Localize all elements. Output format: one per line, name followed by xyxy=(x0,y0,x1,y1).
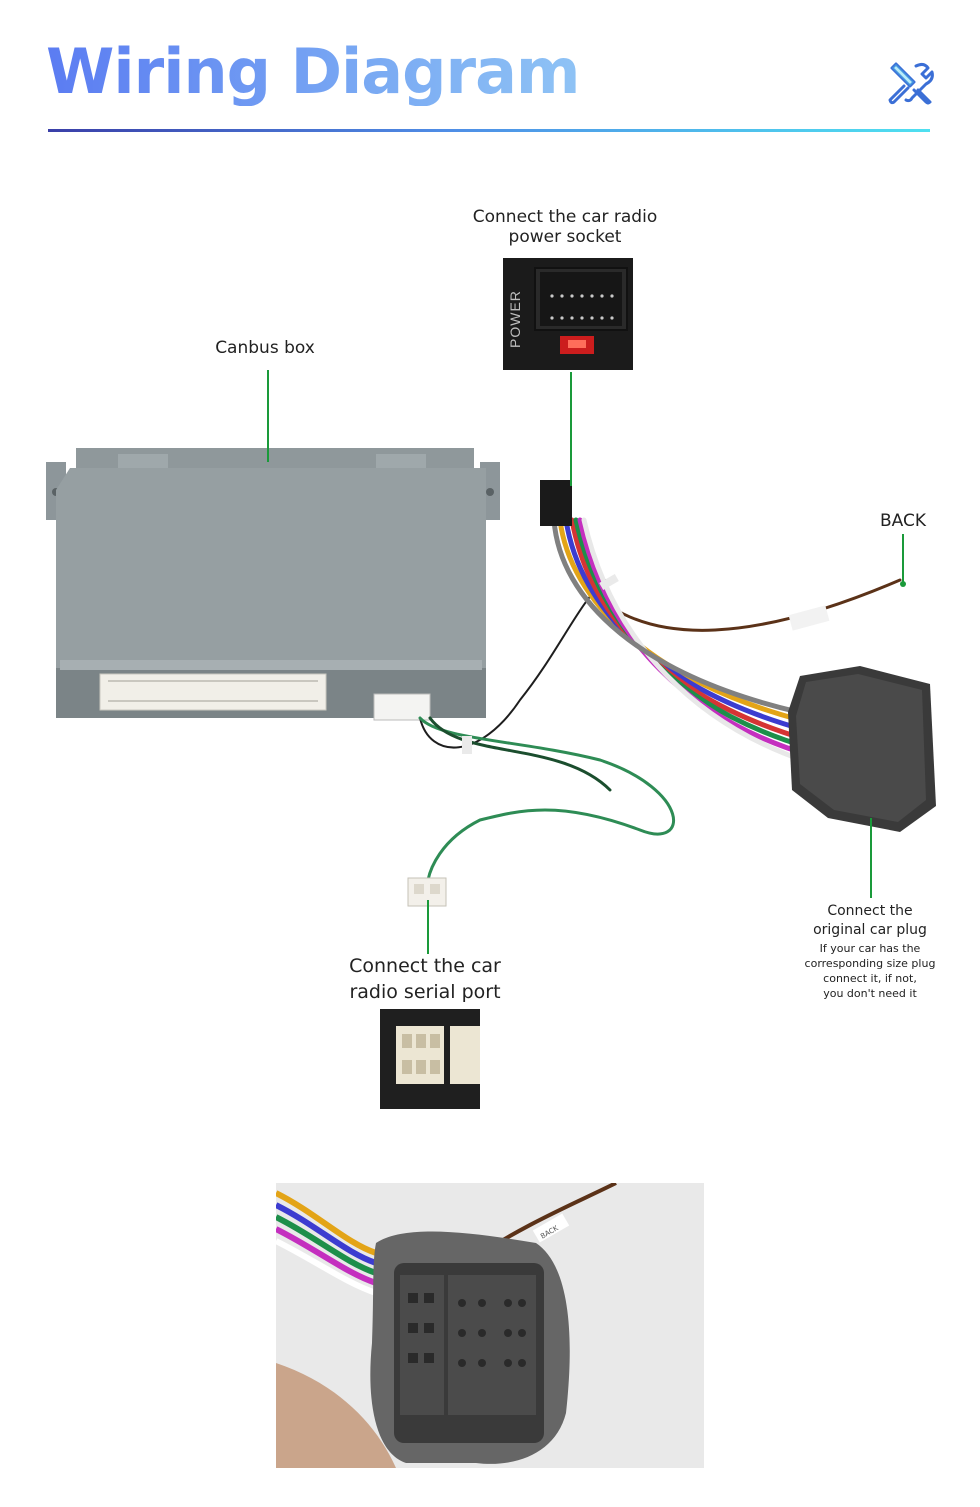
power-socket-label: Connect the car radio power socket xyxy=(472,207,658,248)
wiring-diagram: POWER xyxy=(46,258,936,1109)
page-title: Wiring Diagram xyxy=(46,35,581,108)
power-side-label: POWER xyxy=(507,290,523,348)
plug-closeup-photo: BACK xyxy=(276,1183,704,1468)
back-label: BACK xyxy=(879,511,926,531)
car-plug-illustration xyxy=(788,666,936,832)
original-plug-label: Connect the original car plug xyxy=(813,903,927,938)
canbus-box-illustration xyxy=(46,370,500,721)
original-plug-note: If your car has the corresponding size p… xyxy=(804,942,936,1000)
plug-closeup-graphic: BACK xyxy=(276,1183,704,1468)
wires xyxy=(418,517,902,882)
power-socket-photo: POWER xyxy=(503,258,633,370)
tools-icon xyxy=(888,62,934,105)
serial-port-label: Connect the car radio serial port xyxy=(349,955,501,1003)
serial-port-photo xyxy=(380,1009,480,1109)
header-divider xyxy=(48,129,930,132)
canbus-box-label: Canbus box xyxy=(215,338,315,358)
